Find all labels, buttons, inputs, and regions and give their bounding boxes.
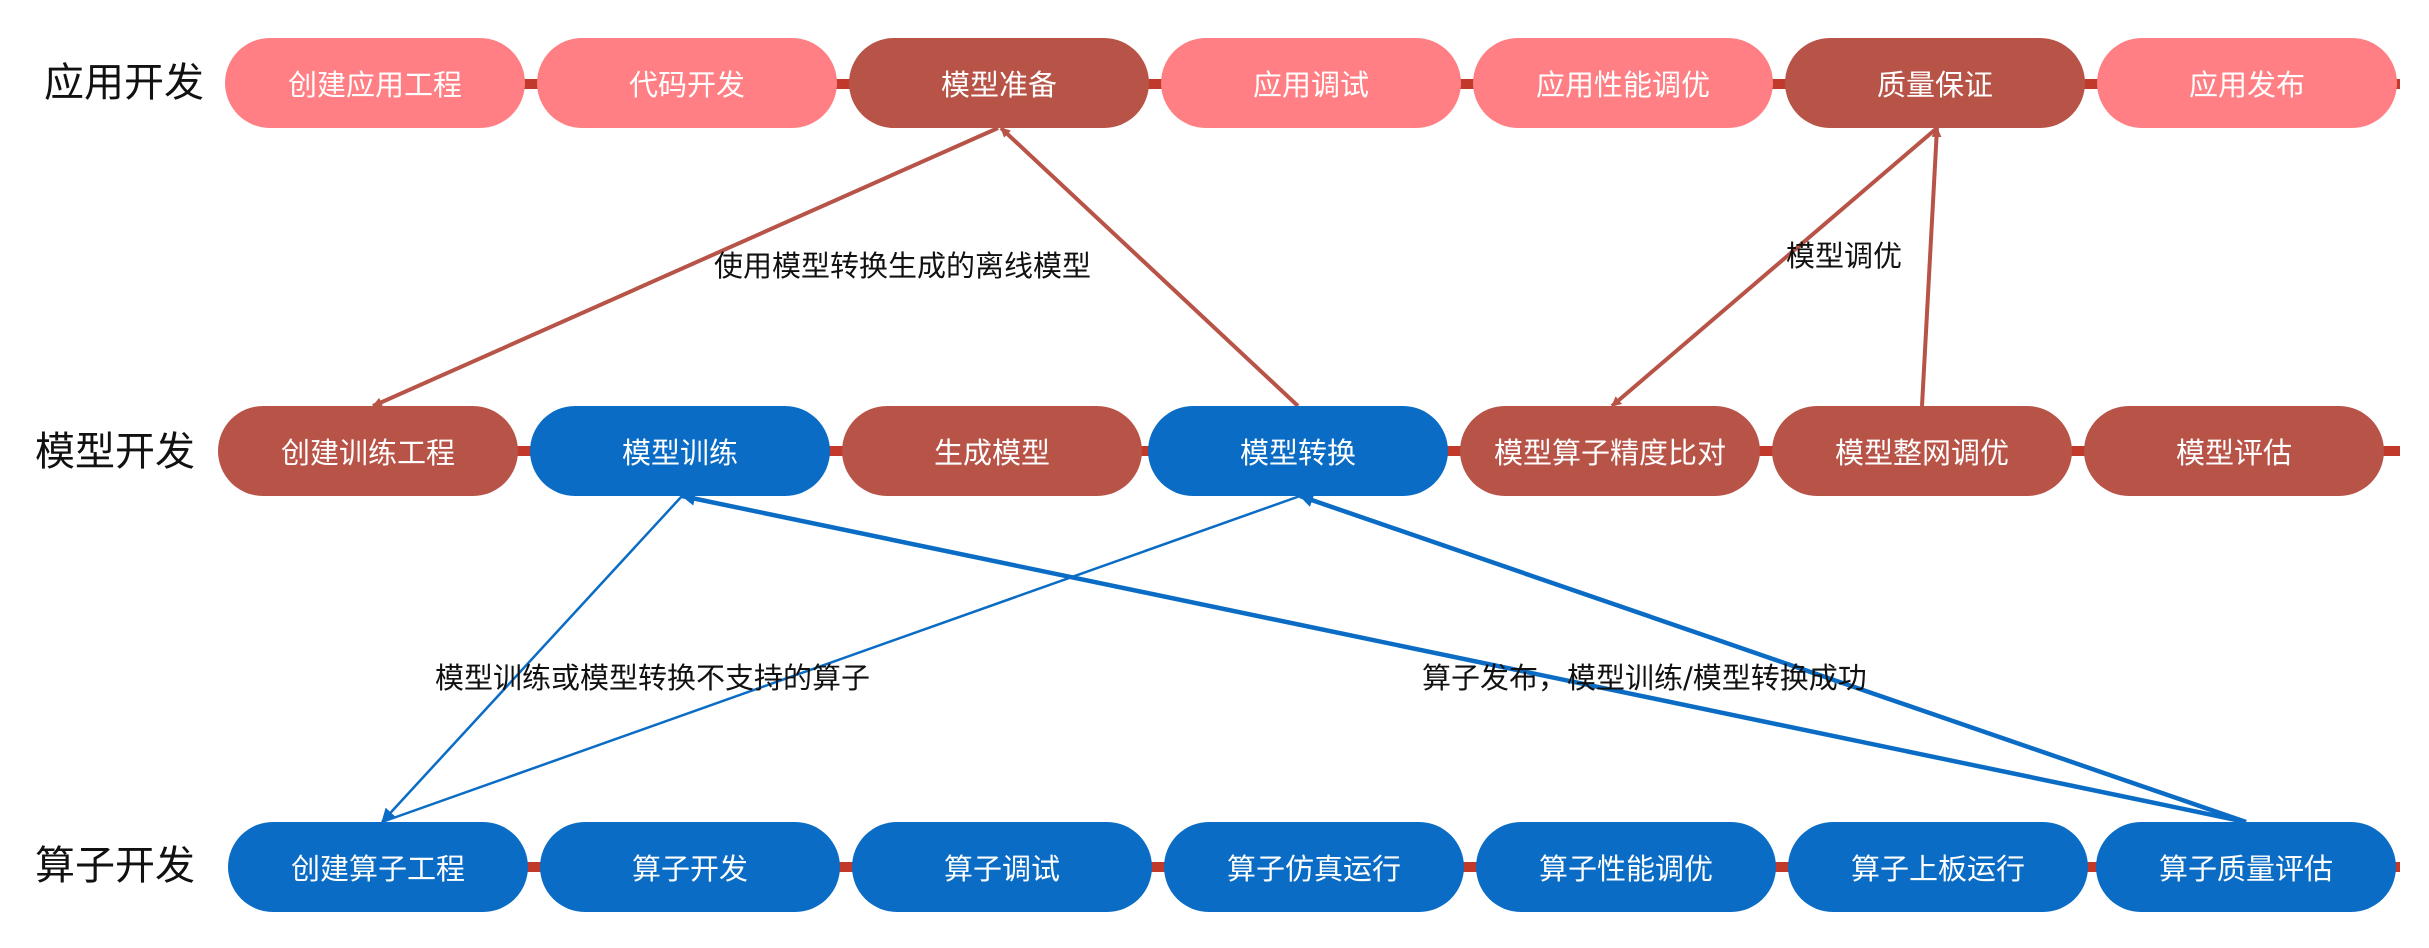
arrow-quality-to-precision-compare bbox=[1610, 118, 1948, 408]
stage-op-board-run: 算子上板运行 bbox=[1788, 822, 2088, 912]
stage-op-simulation: 算子仿真运行 bbox=[1164, 822, 1464, 912]
stage-app-debug: 应用调试 bbox=[1161, 38, 1461, 128]
stage-op-quality-eval: 算子质量评估 bbox=[2096, 822, 2396, 912]
arrow-model-training-to-create-op bbox=[381, 495, 683, 823]
stage-create-op-project: 创建算子工程 bbox=[228, 822, 528, 912]
stage-network-tuning: 模型整网调优 bbox=[1772, 406, 2072, 496]
row-label-op-dev: 算子开发 bbox=[35, 843, 195, 889]
stage-op-precision-compare: 模型算子精度比对 bbox=[1460, 406, 1760, 496]
edge-label-op-release: 算子发布，模型训练/模型转换成功 bbox=[1422, 661, 1867, 695]
stage-op-perf-tuning: 算子性能调优 bbox=[1476, 822, 1776, 912]
stage-create-app-project: 创建应用工程 bbox=[225, 38, 525, 128]
stage-generate-model: 生成模型 bbox=[842, 406, 1142, 496]
arrow-network-tuning-to-quality bbox=[1920, 127, 1942, 407]
arrow-model-convert-to-model-prep bbox=[999, 126, 1300, 408]
arrow-model-prep-to-create-training bbox=[372, 126, 999, 408]
row-label-model-dev: 模型开发 bbox=[35, 429, 195, 475]
stage-model-training: 模型训练 bbox=[530, 406, 830, 496]
stage-model-prep: 模型准备 bbox=[849, 38, 1149, 128]
edge-label-offline-model: 使用模型转换生成的离线模型 bbox=[714, 249, 1092, 283]
arrow-create-op-to-model-convert bbox=[381, 494, 1301, 824]
stage-op-dev: 算子开发 bbox=[540, 822, 840, 912]
arrow-op-quality-to-model-training bbox=[681, 491, 2247, 825]
stage-create-training-project: 创建训练工程 bbox=[218, 406, 518, 496]
stage-model-evaluation: 模型评估 bbox=[2084, 406, 2384, 496]
edge-label-unsupported-ops: 模型训练或模型转换不支持的算子 bbox=[435, 661, 871, 695]
stage-app-perf-tuning: 应用性能调优 bbox=[1473, 38, 1773, 128]
stage-code-dev: 代码开发 bbox=[537, 38, 837, 128]
edge-label-model-tuning: 模型调优 bbox=[1786, 239, 1903, 273]
stage-op-debug: 算子调试 bbox=[852, 822, 1152, 912]
stage-model-convert: 模型转换 bbox=[1148, 406, 1448, 496]
row2-connector bbox=[500, 446, 2400, 456]
arrow-op-quality-to-model-convert bbox=[1299, 493, 2247, 825]
stage-app-release: 应用发布 bbox=[2097, 38, 2397, 128]
stage-quality-assurance: 质量保证 bbox=[1785, 38, 2085, 128]
row-label-app-dev: 应用开发 bbox=[44, 60, 204, 106]
